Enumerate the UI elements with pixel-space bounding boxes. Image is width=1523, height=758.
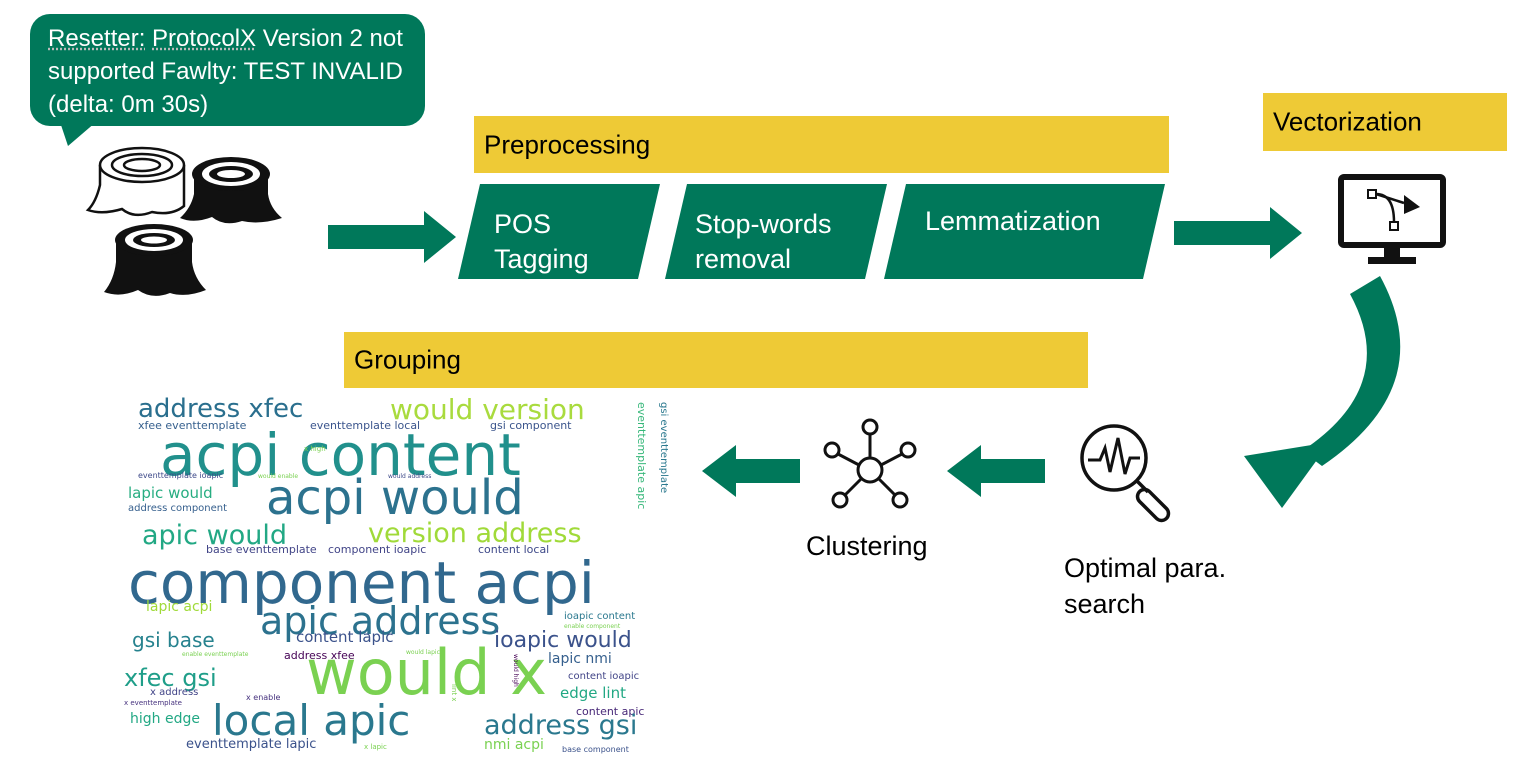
cluster-network-icon [823, 418, 917, 509]
wordcloud-word: component ioapic [328, 543, 427, 556]
callout-tail [60, 122, 96, 146]
wordcloud-word: address gsi [484, 710, 638, 741]
wordcloud-word: gsi component [490, 419, 572, 432]
wordcloud-word: base component [562, 745, 629, 754]
wordcloud-word: ioapic content [564, 611, 636, 622]
wordcloud-word: gsi eventtemplate [658, 402, 669, 494]
callout-message: Version 2 not supported Fawlty: TEST INV… [48, 25, 403, 118]
wordcloud-word: acpi content [160, 421, 521, 489]
arrow-to-vectorization [1174, 207, 1302, 259]
arrow-to-preprocessing [328, 211, 456, 263]
wordcloud-word: address xfee [284, 649, 355, 662]
step-stopwords-shape [665, 184, 887, 279]
wordcloud-word: eventtemplate local [310, 419, 421, 432]
wordcloud-word: component acpi [128, 549, 595, 617]
wordcloud-word: apic address [260, 599, 501, 643]
preprocessing-steps [458, 184, 1165, 279]
wordcloud-word: address xfec [138, 394, 304, 424]
wordcloud-word: local apic [212, 696, 411, 745]
step-lemmatization: Lemmatization [925, 204, 1101, 239]
wordcloud-word: lapic would [128, 484, 213, 502]
banner-grouping: Grouping [344, 332, 1088, 388]
label-optimal-line2: search [1064, 589, 1146, 619]
callout-bubble [30, 14, 425, 126]
wordcloud-word: acpi would [266, 470, 524, 526]
wordcloud-word: x eventtemplate [124, 699, 182, 707]
wordcloud-word: version address [368, 518, 582, 549]
step-pos-line1: POS [494, 209, 552, 239]
wordcloud-word: ioapic would [494, 628, 632, 653]
banner-grouping-label: Grouping [354, 344, 461, 375]
wordcloud-word: lapic acpi [146, 599, 213, 615]
wordcloud-word: would high [512, 654, 519, 687]
callout-text: Resetter: ProtocolX Version 2 not suppor… [48, 22, 418, 121]
wordcloud-word: lint x [450, 684, 458, 702]
wordcloud-word: x high [304, 445, 326, 453]
wordcloud-word: high edge [130, 711, 200, 727]
wordcloud-word: address component [128, 503, 228, 514]
wordcloud-word: enable eventtemplate [182, 651, 249, 658]
wordcloud-word: would lapic [406, 649, 440, 656]
wordcloud-word: would address [388, 473, 432, 480]
wordcloud-word: nmi acpi [484, 737, 544, 753]
word-cloud: address xfec would version xfee eventtempl… [120, 394, 675, 756]
wordcloud-word: content lapic [296, 628, 394, 646]
banner-vectorization: Vectorization [1263, 93, 1507, 151]
step-pos-line2: Tagging [494, 244, 589, 274]
step-lemmatization-shape [884, 184, 1165, 279]
vector-monitor-icon [1338, 174, 1446, 264]
wordcloud-word: would x [306, 636, 547, 709]
step-pos-tagging: POS Tagging [494, 207, 589, 277]
wordcloud-word: content ioapic [568, 671, 640, 682]
wordcloud-word: xfee eventtemplate [138, 419, 247, 432]
callout-word-protocol: ProtocolX [152, 25, 257, 52]
wordcloud-word: eventtemplate ioapic [138, 471, 224, 480]
wordcloud-word: enable component [564, 623, 621, 630]
step-stopwords: Stop-words removal [695, 207, 832, 277]
label-optimal-search: Optimal para. search [1064, 550, 1226, 622]
wordcloud-word: x address [150, 687, 199, 698]
banner-preprocessing: Preprocessing [474, 116, 1169, 173]
wordcloud-word: content apic [576, 705, 645, 718]
wordcloud-word: edge lint [560, 684, 626, 702]
step-stopwords-line1: Stop-words [695, 209, 832, 239]
callout-word-resetter: Resetter: [48, 25, 146, 52]
banner-preprocessing-label: Preprocessing [484, 129, 651, 159]
wordcloud-word: eventtemplate apic [635, 402, 648, 510]
wordcloud-word: content local [478, 543, 550, 556]
wordcloud-word: would enable [258, 473, 299, 480]
wordcloud-word: xfec gsi [124, 664, 217, 692]
step-lemmatization-line1: Lemmatization [925, 206, 1101, 236]
signal-search-icon [1080, 424, 1171, 523]
banner-vectorization-label: Vectorization [1273, 106, 1422, 137]
step-pos-tagging-shape [458, 184, 660, 279]
wordcloud-word: lapic nmi [548, 651, 612, 667]
arrow-to-clustering [947, 445, 1045, 497]
wordcloud-word: apic would [142, 520, 287, 551]
label-clustering: Clustering [806, 531, 928, 561]
wordcloud-word: x lapic [364, 743, 387, 751]
wordcloud-word: base eventtemplate [206, 543, 317, 556]
wordcloud-word: gsi base [132, 628, 215, 652]
step-stopwords-line2: removal [695, 244, 792, 274]
log-stack-icon [85, 146, 282, 296]
wordcloud-word: x enable [246, 693, 281, 702]
wordcloud-word: would version [390, 394, 585, 426]
wordcloud-word: eventtemplate lapic [186, 737, 317, 752]
arrow-curved-down [1244, 276, 1401, 508]
arrow-to-wordcloud [702, 445, 800, 497]
label-optimal-line1: Optimal para. [1064, 553, 1227, 583]
